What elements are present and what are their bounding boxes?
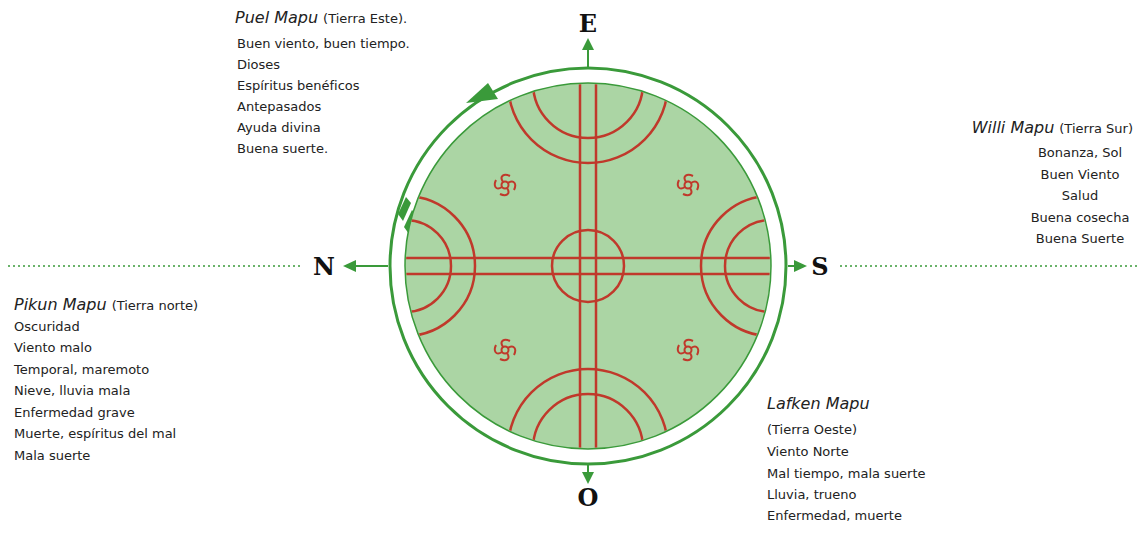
- region-item: Mal tiempo, mala suerte: [767, 466, 926, 482]
- region-item: Buen viento, buen tiempo.: [237, 36, 410, 52]
- region-item: Salud: [1062, 188, 1098, 204]
- swirl-symbols: [495, 175, 698, 360]
- horizon-line: [840, 265, 1139, 267]
- region-title: Puel Mapu: [235, 8, 318, 28]
- horizon-line: [8, 265, 300, 267]
- drum-pattern: [335, 3, 841, 529]
- compass-arrows: [343, 38, 807, 484]
- region-item: Viento Norte: [767, 444, 849, 460]
- compass-letter: O: [578, 484, 599, 512]
- region-item: (Tierra Oeste): [767, 422, 857, 438]
- region-item: Enfermedad, muerte: [767, 508, 902, 524]
- region-item: Nieve, lluvia mala: [14, 383, 130, 399]
- region-item: Buena Suerte: [1036, 231, 1124, 247]
- compass-letter: S: [811, 253, 828, 281]
- region-item: Buen Viento: [1040, 167, 1119, 183]
- region-item: Bonanza, Sol: [1038, 145, 1122, 161]
- region-subtitle: (Tierra Este).: [323, 11, 407, 27]
- region-title: Lafken Mapu: [767, 394, 870, 414]
- region-item: Enfermedad grave: [14, 405, 135, 421]
- region-item: Viento malo: [14, 340, 92, 356]
- outer-ring: [390, 68, 786, 464]
- region-item: Buena cosecha: [1031, 210, 1130, 226]
- region-item: Dioses: [237, 57, 280, 73]
- region-item: Temporal, maremoto: [14, 362, 149, 378]
- region-title: Willi Mapu: [972, 118, 1055, 138]
- region-item: Oscuridad: [14, 319, 80, 335]
- region-title: Pikun Mapu: [14, 295, 107, 315]
- region-subtitle: (Tierra Sur): [1059, 121, 1133, 137]
- region-item: Antepasados: [237, 99, 321, 115]
- region-item: Buena suerte.: [237, 141, 328, 157]
- region-item: Lluvia, trueno: [767, 487, 857, 503]
- region-subtitle: (Tierra norte): [112, 298, 199, 314]
- compass-letter: E: [579, 10, 597, 38]
- ring-arrowhead: [466, 83, 498, 103]
- region-item: Ayuda divina: [237, 120, 321, 136]
- compass-letter: N: [313, 253, 335, 281]
- region-item: Muerte, espíritus del mal: [14, 426, 176, 442]
- region-item: Mala suerte: [14, 448, 90, 464]
- region-item: Espíritus benéficos: [237, 78, 360, 94]
